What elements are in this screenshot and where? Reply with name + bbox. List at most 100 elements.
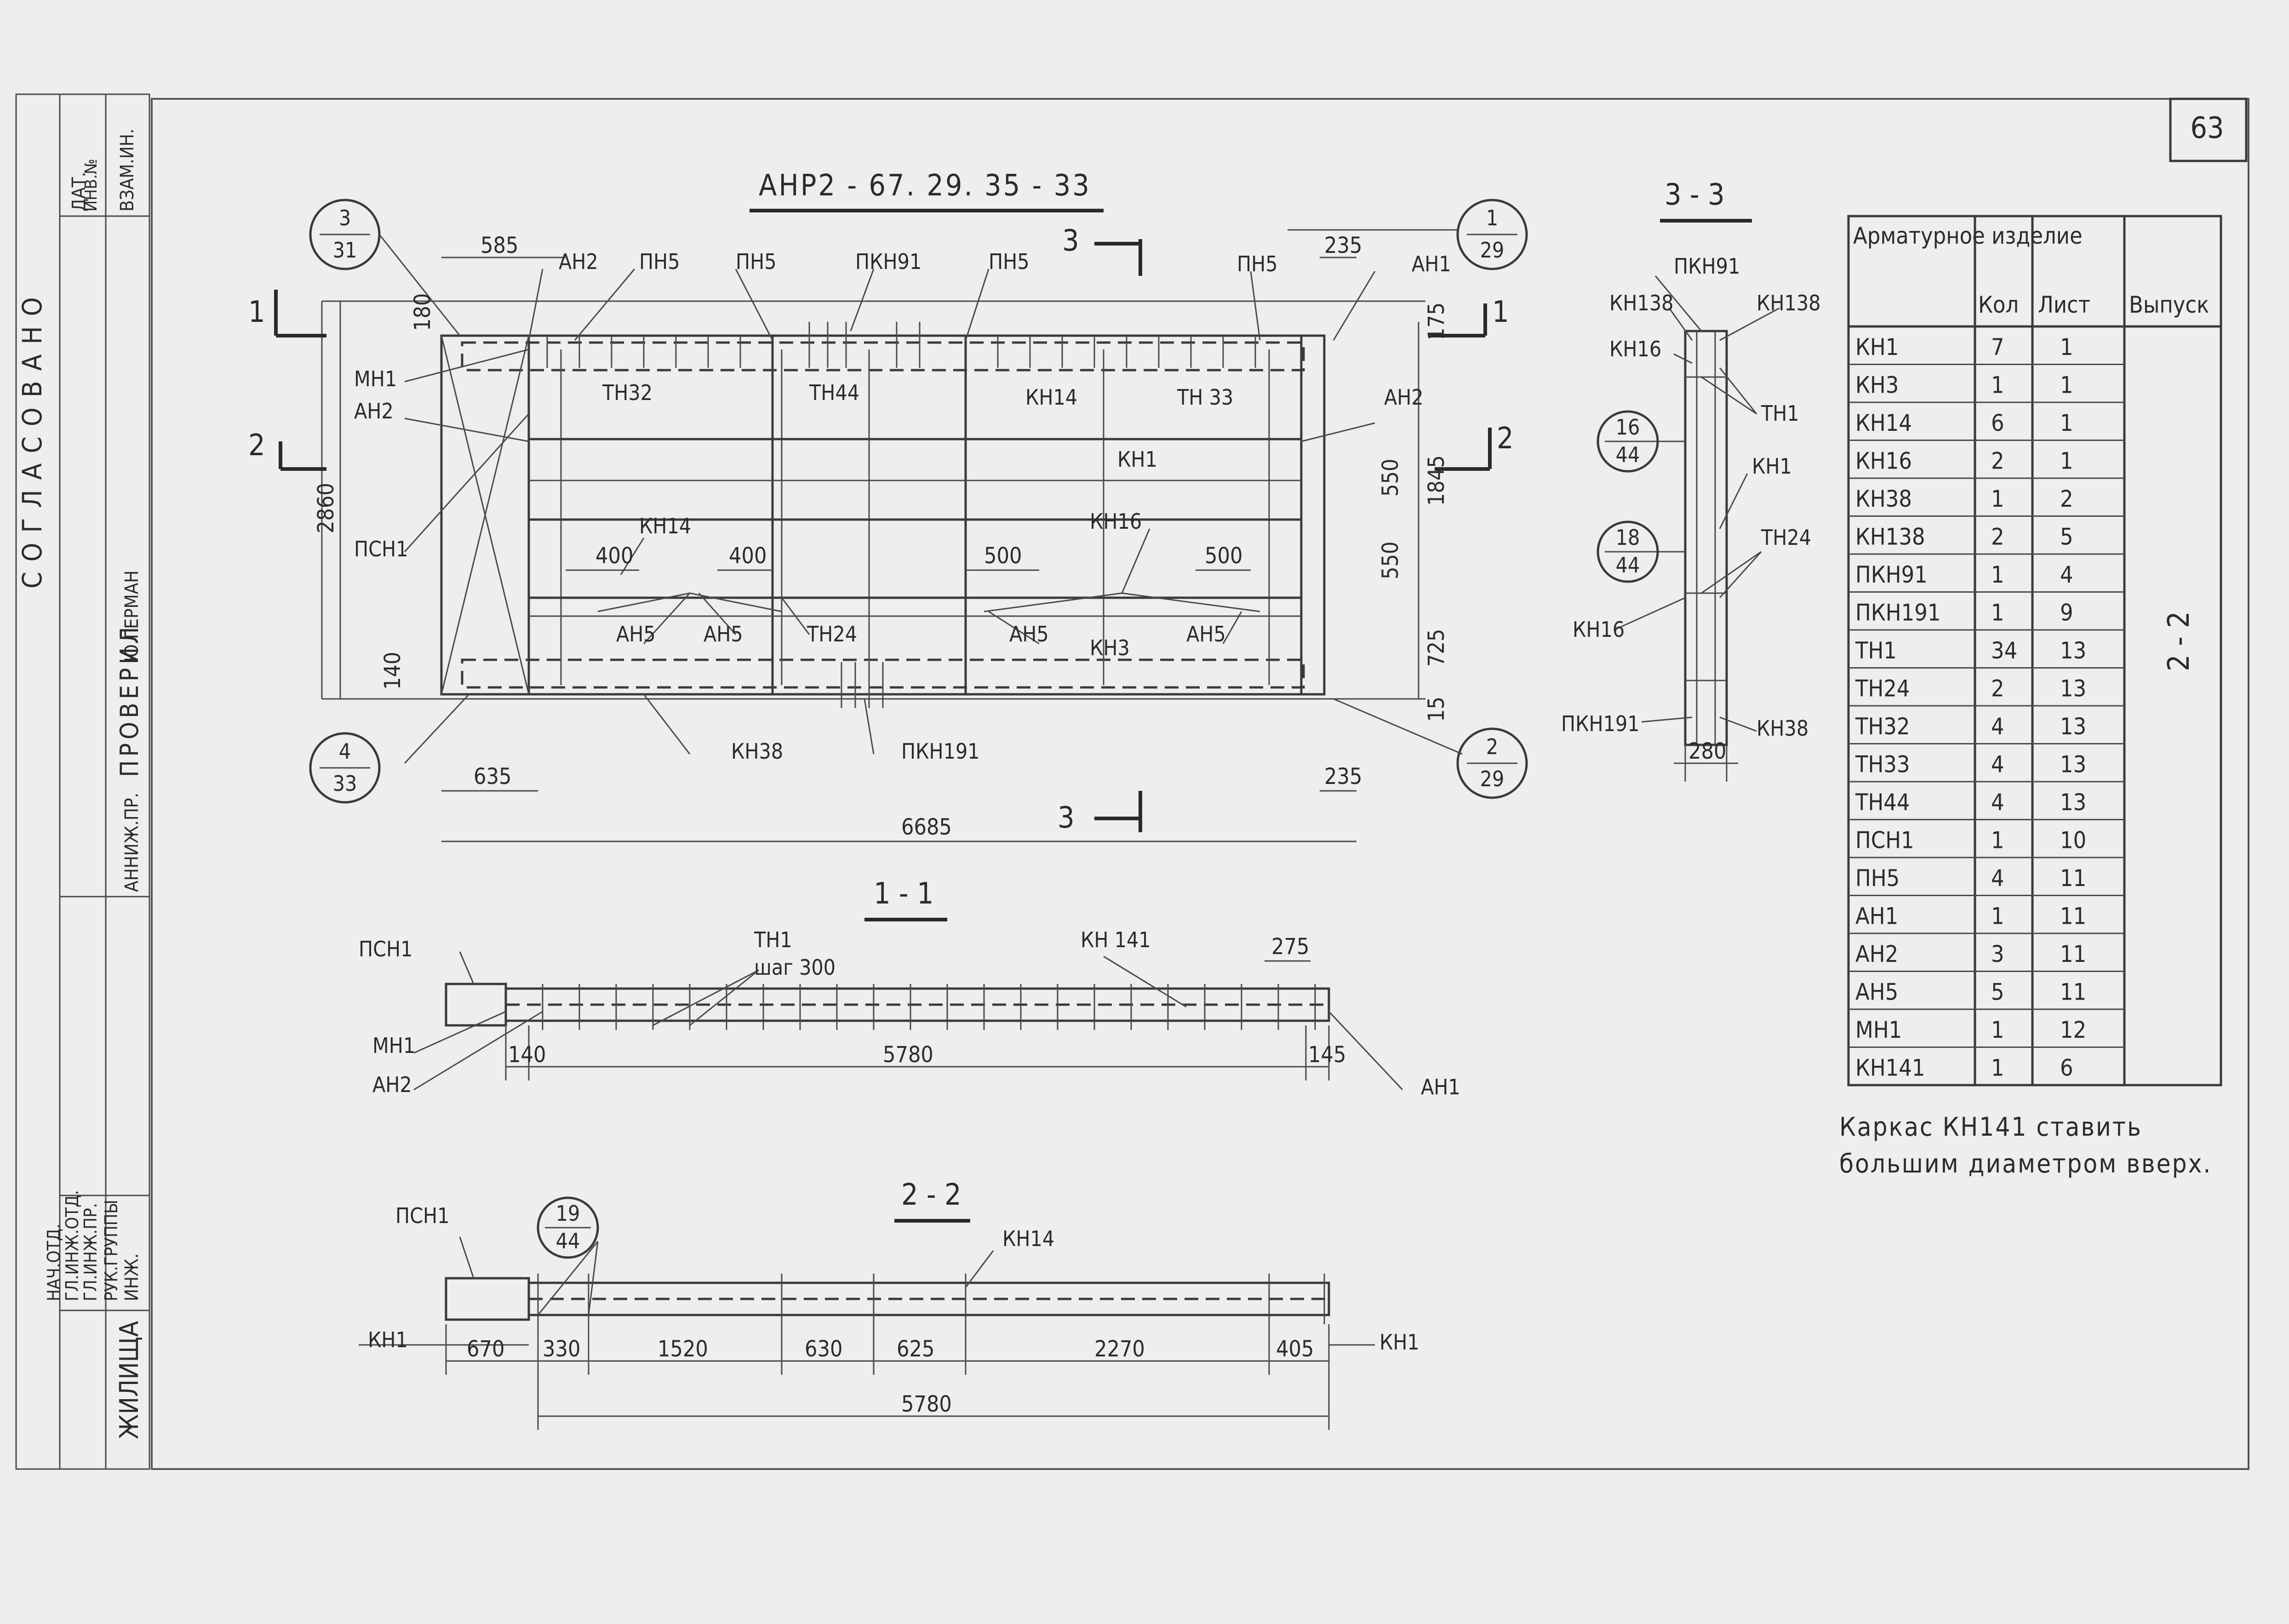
- table-cell-sheet: 1: [2060, 334, 2073, 360]
- s11-label-mn1: МН1: [372, 1033, 415, 1058]
- svg-text:18: 18: [1616, 525, 1640, 550]
- section-3-3-title: 3 - 3: [1665, 178, 1725, 212]
- section-mark-2-left: 2: [248, 429, 265, 463]
- table-cell-sheet: 10: [2060, 827, 2086, 853]
- svg-text:4: 4: [339, 739, 351, 764]
- plan-label-kn14-mid: КН14: [639, 514, 691, 538]
- table-cell-qty: 2: [1991, 523, 2004, 550]
- plan-label-pn5-2: ПН5: [736, 249, 777, 274]
- plan-label-psn1: ПСН1: [354, 537, 408, 561]
- plan-label-tn32: ТН32: [602, 380, 652, 405]
- s33-label-tn24: ТН24: [1761, 525, 1811, 550]
- stamp-text-4: ВЗАМ.ИН.: [117, 129, 138, 212]
- plan-dim-180: 180: [410, 293, 435, 331]
- svg-text:1: 1: [1486, 206, 1498, 230]
- section-1-1: 1 - 1: [359, 877, 1460, 1099]
- table-cell-item: АН5: [1855, 978, 1898, 1005]
- table-cell-qty: 1: [1991, 372, 2004, 398]
- stamp-text-1: СОГЛАСОВАНО: [17, 287, 48, 589]
- s33-label-tn1: ТН1: [1761, 401, 1799, 426]
- plan-view: 1 1 2 2 3 3 3 31 1 29 4 33 2 2: [248, 199, 1528, 842]
- table-cell-item: КН14: [1855, 410, 1912, 436]
- s33-label-kn16-top: КН16: [1609, 337, 1661, 361]
- table-cell-sheet: 1: [2060, 372, 2073, 398]
- plan-label-kn38: КН38: [731, 739, 783, 764]
- plan-dim-635: 635: [474, 764, 511, 789]
- section-mark-1-right: 1: [1492, 295, 1509, 329]
- table-cell-sheet: 2: [2060, 486, 2073, 512]
- plan-label-kn1: КН1: [1117, 447, 1157, 472]
- plan-label-an5-1: АН5: [616, 622, 656, 646]
- table-cell-item: КН138: [1855, 523, 1925, 550]
- plan-dim-1845: 1845: [1424, 455, 1449, 506]
- stamp-text-7: Ю.ГЕРМАН: [121, 571, 143, 662]
- svg-text:29: 29: [1480, 238, 1505, 263]
- table-cell-sheet: 11: [2060, 903, 2086, 929]
- stamp-text-12: ГЛ.ИНЖ.ОТД.: [62, 1190, 82, 1301]
- svg-text:3: 3: [339, 206, 351, 230]
- callout-16-44: 16 44: [1597, 410, 1659, 473]
- svg-text:31: 31: [333, 238, 357, 263]
- callout-4-33: 4 33: [309, 732, 381, 804]
- s11-label-an2: АН2: [372, 1072, 412, 1097]
- s22-dim-405: 405: [1276, 1336, 1314, 1362]
- table-cell-sheet: 6: [2060, 1054, 2073, 1081]
- s22-label-psn1: ПСН1: [395, 1203, 450, 1228]
- table-cell-item: ПКН91: [1855, 561, 1928, 588]
- plan-dim-140: 140: [380, 652, 406, 690]
- table-cell-item: АН2: [1855, 941, 1898, 967]
- s11-dim-275: 275: [1271, 934, 1309, 960]
- table-cell-qty: 4: [1991, 865, 2004, 892]
- s11-dim-145: 145: [1308, 1042, 1346, 1068]
- plan-dim-235-top: 235: [1324, 233, 1362, 258]
- table-cell-item: КН1: [1855, 334, 1899, 360]
- plan-dim-15: 15: [1424, 697, 1449, 722]
- s11-label-an1: АН1: [1421, 1075, 1460, 1099]
- table-cell-sheet: 5: [2060, 523, 2073, 550]
- callout-2-29: 2 29: [1456, 727, 1528, 799]
- plan-label-kn14-top: КН14: [1025, 385, 1077, 410]
- plan-label-pkn91: ПКН91: [855, 249, 921, 274]
- s33-label-kn138-right: КН138: [1757, 291, 1820, 315]
- s33-label-kn1: КН1: [1752, 454, 1792, 479]
- table-cell-qty: 4: [1991, 713, 2004, 740]
- table-cell-qty: 2: [1991, 675, 2004, 702]
- table-cell-item: КН3: [1855, 372, 1899, 398]
- table-cell-qty: 7: [1991, 334, 2004, 360]
- table-cell-qty: 1: [1991, 903, 2004, 929]
- sheet-number-box: [2169, 97, 2248, 162]
- table-cell-item: ТН24: [1855, 675, 1910, 702]
- plan-dim-6685: 6685: [901, 814, 952, 840]
- plan-label-an5-4: АН5: [1186, 622, 1226, 646]
- table-cell-qty: 2: [1991, 447, 2004, 474]
- plan-label-an2-top: АН2: [559, 249, 598, 274]
- s22-dim-630: 630: [805, 1336, 842, 1362]
- plan-label-an1: АН1: [1412, 252, 1451, 276]
- plan-label-an2-left: АН2: [354, 399, 394, 423]
- table-cell-item: ПСН1: [1855, 827, 1914, 853]
- drawing-title: АНР2 - 67. 29. 35 - 33: [759, 169, 1091, 203]
- plan-label-kn3: КН3: [1090, 635, 1130, 660]
- table-cell-item: АН1: [1855, 903, 1898, 929]
- svg-text:16: 16: [1616, 415, 1640, 440]
- svg-text:2: 2: [1486, 734, 1498, 759]
- table-cell-qty: 1: [1991, 486, 2004, 512]
- plan-dim-400-2: 400: [729, 543, 767, 569]
- table-cell-sheet: 13: [2060, 789, 2086, 816]
- table-cell-sheet: 13: [2060, 751, 2086, 778]
- section-2-2: 2 - 2: [359, 1178, 1419, 1430]
- table-cell-qty: 3: [1991, 941, 2004, 967]
- plan-label-tn33: ТН 33: [1177, 385, 1233, 410]
- s11-label-step: шаг 300: [754, 955, 835, 980]
- stamp-text-9: ИНЖ.: [121, 1253, 143, 1301]
- section-mark-2-right: 2: [1497, 422, 1514, 456]
- table-cell-item: КН141: [1855, 1054, 1925, 1081]
- table-cell-qty: 1: [1991, 827, 2004, 853]
- table-cell-sheet: 13: [2060, 637, 2086, 664]
- svg-text:44: 44: [1616, 442, 1640, 467]
- plan-label-pkn191: ПКН191: [901, 739, 980, 764]
- table-cell-sheet: 12: [2060, 1017, 2086, 1043]
- plan-dim-585: 585: [481, 233, 518, 258]
- plan-label-tn44: ТН44: [809, 380, 859, 405]
